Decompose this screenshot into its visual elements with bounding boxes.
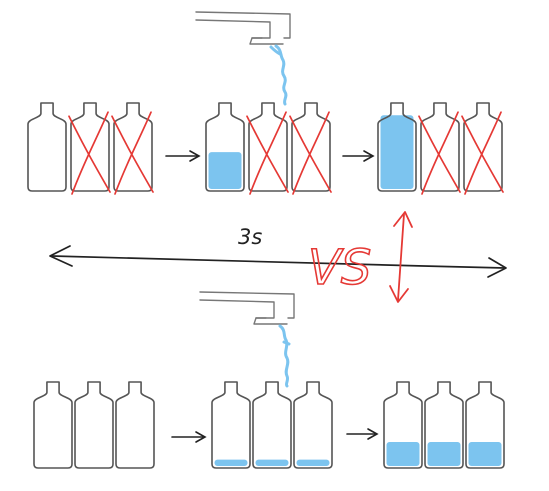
bottle-icon	[111, 102, 154, 195]
water-fill	[427, 442, 461, 466]
bottle-icon	[418, 102, 461, 195]
bottom-arrow-1	[171, 431, 207, 443]
water-fill	[468, 442, 502, 466]
water-fill	[296, 459, 330, 466]
bottom-stage-1	[33, 381, 155, 469]
bottle-icon	[68, 102, 111, 195]
water-fill	[208, 152, 242, 189]
bottle-icon	[293, 381, 333, 469]
bottle-icon	[383, 381, 423, 469]
water-fill	[386, 442, 420, 466]
bottom-water-stream	[278, 324, 291, 388]
bottle-icon	[377, 102, 417, 192]
cross-out-mark	[461, 111, 504, 195]
cross-out-mark	[246, 111, 289, 195]
vs-label: VS	[308, 240, 371, 296]
bottle-icon	[246, 102, 289, 195]
top-faucet-icon	[195, 11, 291, 45]
bottle-icon	[33, 381, 73, 469]
bottle-icon	[424, 381, 464, 469]
cross-out-mark	[111, 111, 154, 195]
bottom-faucet-icon	[199, 291, 295, 325]
top-stage-1	[27, 102, 154, 195]
bottom-stage-3	[383, 381, 505, 469]
bottom-arrow-2	[346, 428, 379, 440]
top-row-serial-filling	[27, 102, 504, 195]
time-double-arrow	[49, 245, 507, 278]
bottle-icon	[74, 381, 114, 469]
top-arrow-2	[342, 150, 375, 162]
top-stage-2	[205, 102, 332, 195]
bottle-icon	[211, 381, 251, 469]
bottle-icon	[465, 381, 505, 469]
top-water-stream	[269, 44, 288, 106]
bottle-icon	[27, 102, 67, 192]
bottom-row-parallel-filling	[33, 381, 505, 469]
top-stage-3	[377, 102, 504, 195]
bottle-icon	[461, 102, 504, 195]
duration-label: 3s	[238, 225, 262, 249]
cross-out-mark	[289, 111, 332, 195]
bottle-icon	[252, 381, 292, 469]
bottle-icon	[115, 381, 155, 469]
bottle-icon	[205, 102, 245, 192]
water-fill	[214, 459, 248, 466]
cross-out-mark	[68, 111, 111, 195]
water-fill	[380, 115, 414, 189]
up-down-arrow-icon	[389, 211, 413, 303]
water-fill	[255, 459, 289, 466]
top-arrow-1	[165, 150, 201, 162]
cross-out-mark	[418, 111, 461, 195]
bottle-icon	[289, 102, 332, 195]
bottom-stage-2	[211, 381, 333, 469]
